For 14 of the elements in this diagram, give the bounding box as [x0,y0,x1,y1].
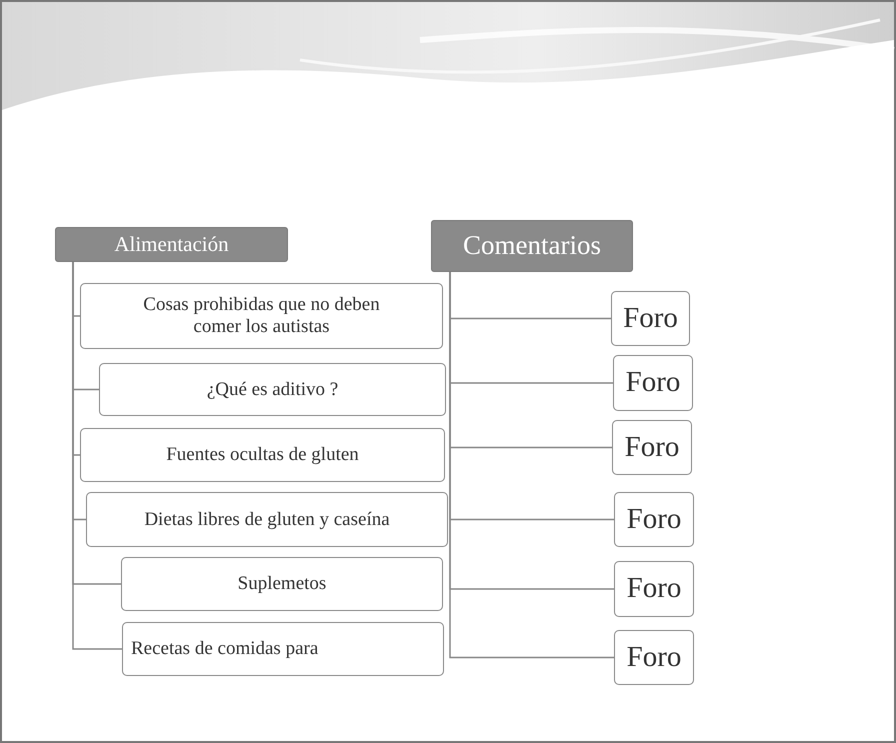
topic-box: Fuentes ocultas de gluten [80,428,445,482]
forum-box: Foro [614,630,694,685]
header-box: Comentarios [431,220,633,272]
forum-box: Foro [613,355,693,411]
topic-box: ¿Qué es aditivo ? [99,363,446,416]
topic-box: Recetas de comidas para [122,622,444,676]
forum-box: Foro [611,291,690,346]
topic-box: Suplemetos [121,557,443,611]
forum-box: Foro [614,561,694,617]
topic-box: Dietas libres de gluten y caseína [86,492,448,547]
header-box: Alimentación [55,227,288,262]
forum-box: Foro [614,492,694,547]
forum-box: Foro [612,420,692,475]
topic-box: Cosas prohibidas que no deben comer los autistas [80,283,443,349]
